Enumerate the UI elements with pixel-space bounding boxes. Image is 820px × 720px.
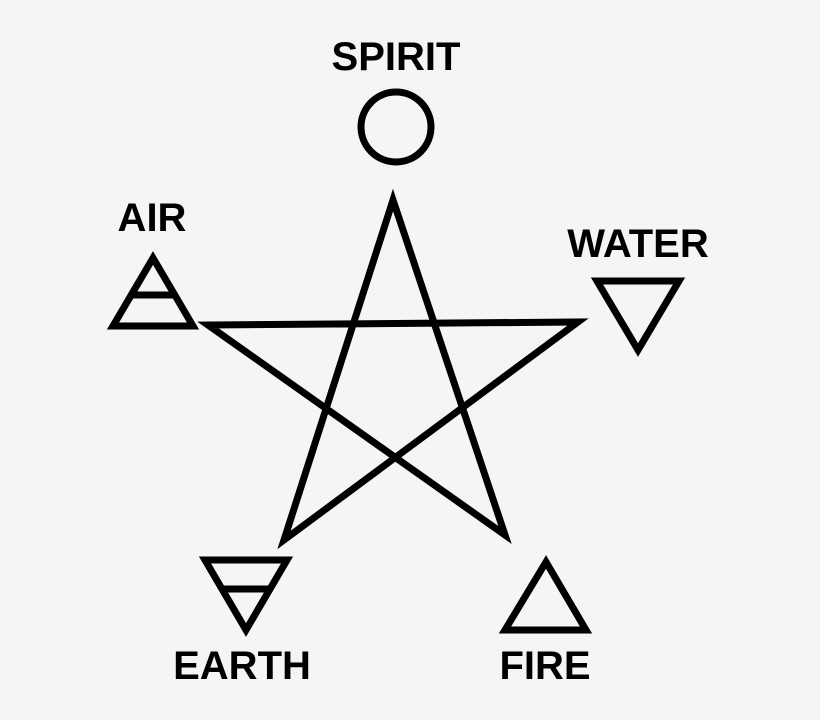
- air-label: AIR: [117, 196, 187, 240]
- spirit-circle-icon: [357, 88, 435, 166]
- fire-label: FIRE: [499, 644, 591, 688]
- pentagram-star: [197, 188, 589, 550]
- spirit-label: SPIRIT: [331, 35, 461, 79]
- water-label: WATER: [567, 222, 709, 266]
- earth-triangle-icon: [198, 556, 294, 637]
- earth-label: EARTH: [173, 644, 311, 688]
- water-triangle-icon: [590, 277, 686, 357]
- fire-triangle-icon: [498, 555, 593, 634]
- air-triangle-icon: [106, 251, 200, 330]
